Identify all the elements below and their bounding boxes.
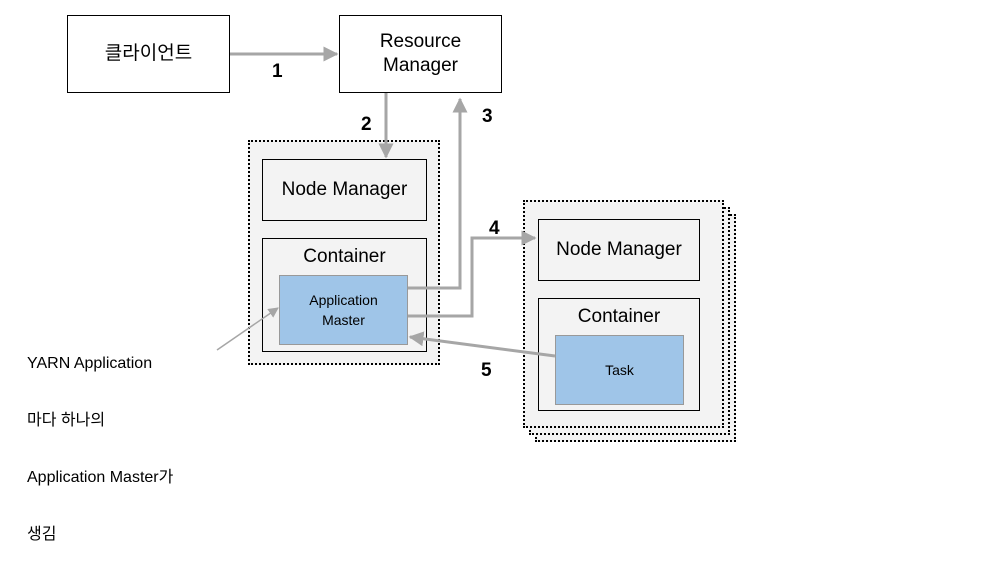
- application-master-box: Application Master: [279, 275, 408, 345]
- node1-node-manager: Node Manager: [262, 159, 427, 221]
- task-label: Task: [605, 362, 634, 378]
- node2-node-manager: Node Manager: [538, 219, 700, 281]
- annotation-pointer: [216, 307, 279, 351]
- step-1-label: 1: [272, 61, 283, 82]
- client-label: 클라이언트: [104, 43, 193, 64]
- application-master-line1: Application: [309, 292, 378, 308]
- application-master-line2: Master: [322, 312, 365, 328]
- task-box: Task: [555, 335, 684, 405]
- arrows-layer: [216, 46, 556, 358]
- node2-node-manager-label: Node Manager: [556, 239, 682, 260]
- step-5-label: 5: [481, 360, 492, 381]
- arrow-3: [408, 97, 468, 290]
- annotation-line2: 마다 하나의: [27, 412, 106, 429]
- step-2-label: 2: [361, 114, 372, 135]
- annotation-line1: YARN Application: [27, 355, 153, 372]
- node1-node-manager-label: Node Manager: [281, 179, 408, 200]
- resource-manager-line1: Resource: [379, 31, 462, 52]
- resource-manager-line2: Manager: [383, 55, 458, 76]
- node2-container-label: Container: [577, 306, 661, 327]
- arrow-4: [408, 230, 537, 318]
- step-4-label: 4: [489, 218, 500, 239]
- arrow-5: [408, 331, 556, 358]
- annotation-text: YARN Application 마다 하나의 Application Mast…: [27, 316, 173, 563]
- resource-manager-box: Resource Manager: [339, 15, 502, 93]
- annotation-line4: 생김: [27, 526, 57, 543]
- annotation-line3: Application Master가: [27, 469, 174, 486]
- client-box: 클라이언트: [67, 15, 230, 93]
- step-3-label: 3: [482, 106, 493, 127]
- node1-container-label: Container: [303, 246, 386, 267]
